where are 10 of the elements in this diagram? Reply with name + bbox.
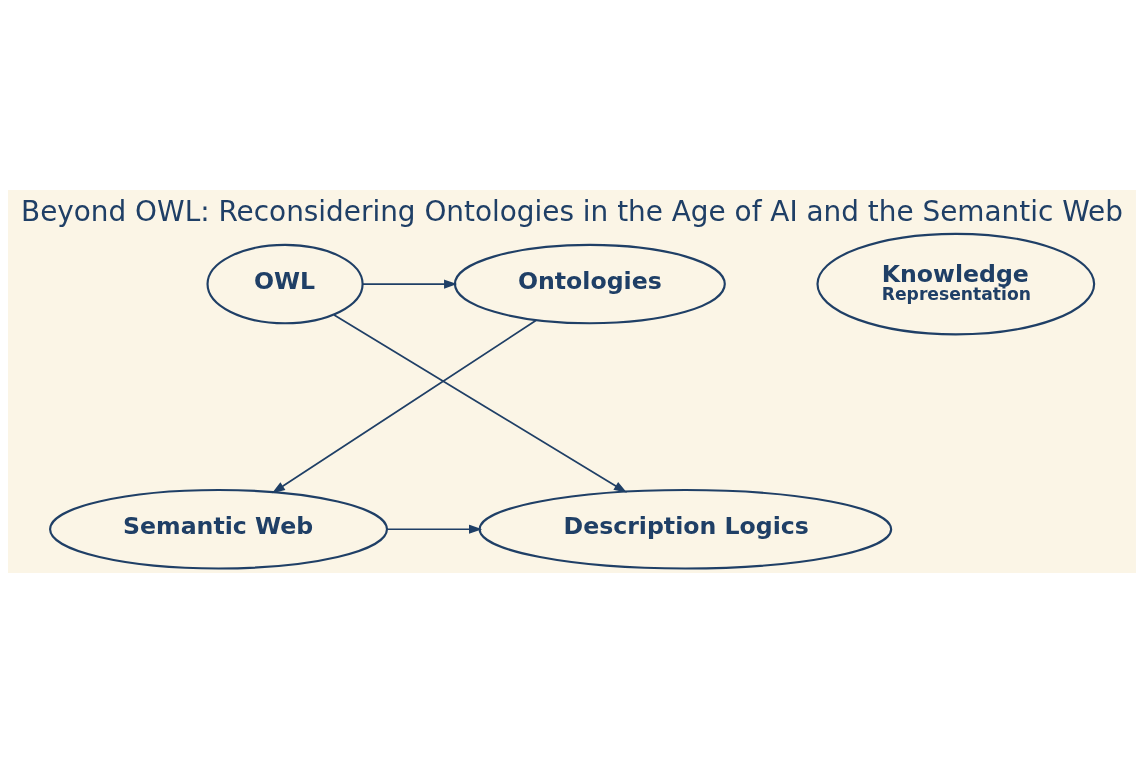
node-ellipse: Knowledge Representation — [816, 232, 1096, 336]
arrow — [333, 314, 627, 493]
diagram-title: Beyond OWL: Reconsidering Ontologies in the Age of AI and the Semantic Web — [21, 194, 1123, 228]
arrow — [271, 319, 537, 494]
node-ellipse: OWL — [206, 243, 364, 325]
node-ellipse: Ontologies — [453, 243, 726, 325]
node-ellipse: Semantic Web — [49, 488, 389, 570]
arrow — [386, 524, 483, 534]
node-ellipse: Description Logics — [478, 488, 893, 570]
arrow — [361, 279, 458, 289]
